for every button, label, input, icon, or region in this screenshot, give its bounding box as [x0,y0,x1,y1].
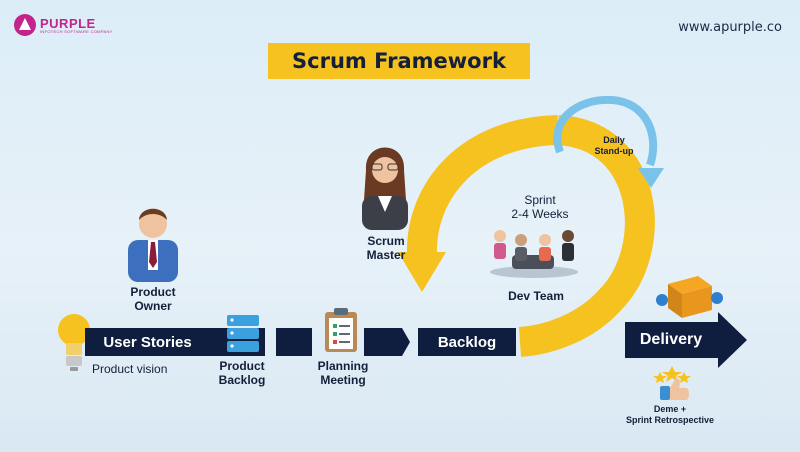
dev-team-illustration [490,230,578,278]
website-url[interactable]: www.apurple.co [678,20,782,35]
page-title: Scrum Framework [292,49,506,73]
band-planning [364,328,402,356]
logo-name: PURPLE [40,15,96,31]
backlog-label: Backlog [437,333,497,351]
delivery-arrow-icon [625,312,747,368]
delivery-band: Delivery [625,322,717,358]
product-owner-avatar [128,208,178,282]
logo-tagline: INFOTECH SOFTWARE COMPANY [40,28,113,34]
daily-loop-arrowhead [638,168,664,188]
product-backlog-label: Product Backlog [218,359,266,387]
scrum-master-label: Scrum Master [366,234,406,262]
demo-retrospective-label: Deme + Sprint Retrospective [625,404,715,425]
scrum-master-avatar [362,147,408,230]
delivery-box-icon [656,276,723,318]
planning-meeting-label: Planning Meeting [317,359,369,387]
dev-team-label: Dev Team [508,289,564,303]
brand-logo[interactable]: PURPLE INFOTECH SOFTWARE COMPANY [14,14,113,36]
product-owner-label: Product Owner [130,285,176,313]
title-banner: Scrum Framework [268,43,530,79]
user-stories-label: User Stories [103,333,192,351]
sprint-cycle-arrowhead [398,252,446,292]
sprint-cycle-arc [518,115,655,357]
thumbs-up-icon [653,366,691,400]
lightbulb-icon [58,314,90,371]
band-gap [276,328,312,356]
backlog-band: Backlog [418,328,516,356]
sprint-cycle-arrow [406,115,559,256]
daily-loop-arrow [553,95,658,167]
sprint-duration-label: Sprint 2-4 Weeks [511,193,569,222]
database-icon [227,315,259,352]
logo-mark-icon [14,14,36,36]
logo-text: PURPLE INFOTECH SOFTWARE COMPANY [40,17,113,34]
product-vision-label: Product vision [92,362,168,376]
daily-standup-label: Daily Stand-up [594,135,634,156]
band-planning-tip [402,328,410,356]
delivery-label: Delivery [639,331,703,348]
clipboard-icon [325,308,357,352]
user-stories-band: User Stories [85,328,210,356]
